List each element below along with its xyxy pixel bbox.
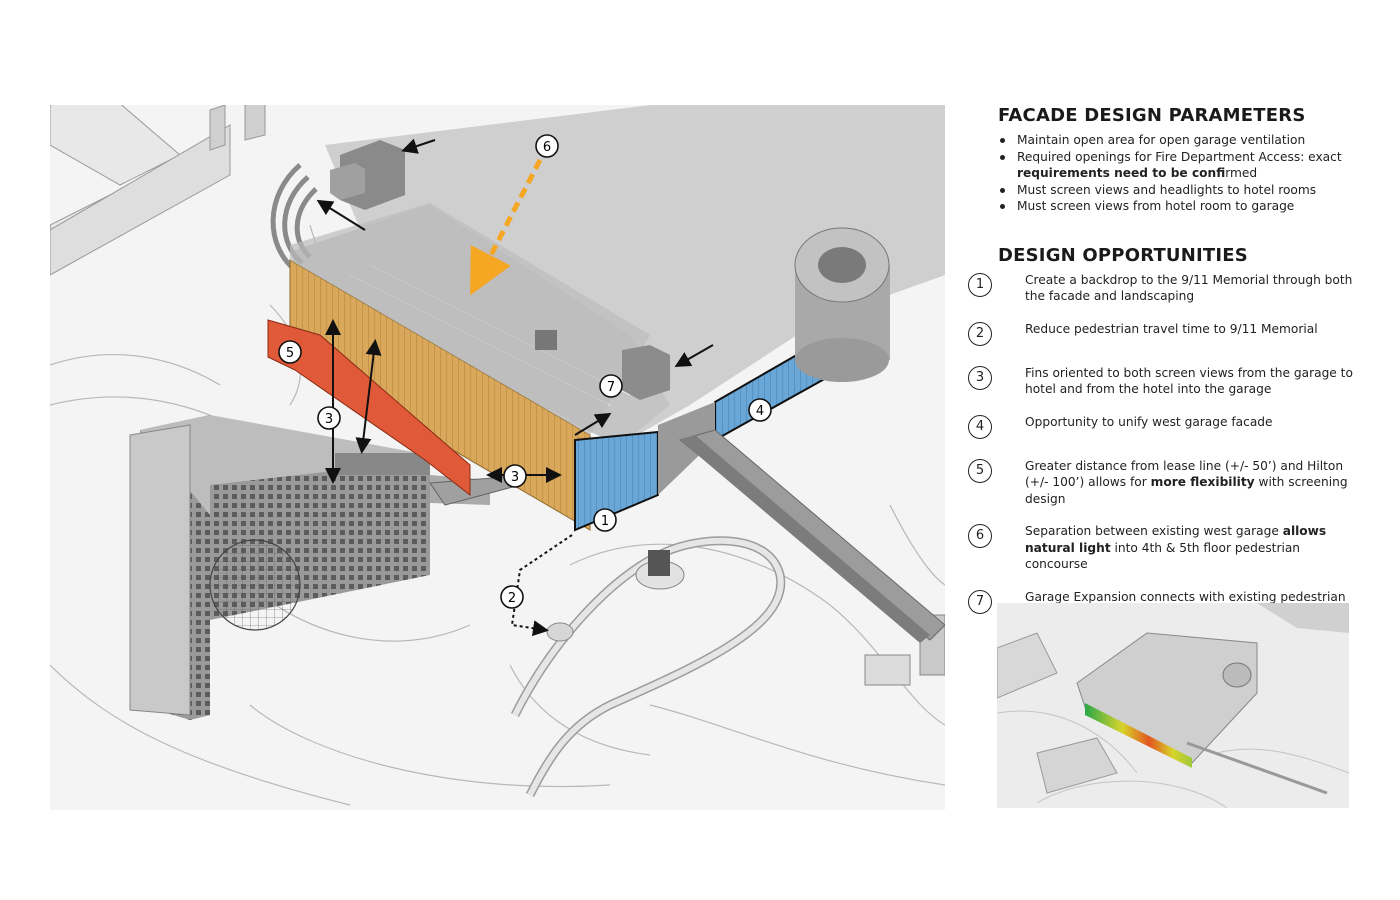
rooftop-structures <box>330 140 670 400</box>
opportunity-text: Separation between existing west garage … <box>1025 524 1327 571</box>
marker-6: 6 <box>535 134 559 158</box>
glass-atrium <box>209 539 301 631</box>
opportunity-item: 4 Opportunity to unify west garage facade <box>968 414 1365 442</box>
opportunity-text: Create a backdrop to the 9/11 Memorial t… <box>1025 272 1353 304</box>
opportunity-item: 5 Greater distance from lease line (+/- 5… <box>968 458 1365 508</box>
svg-text:7: 7 <box>607 380 615 395</box>
svg-text:3: 3 <box>511 470 519 485</box>
opportunity-number: 7 <box>968 589 992 614</box>
facade-item: Must screen views and headlights to hote… <box>1000 182 1365 199</box>
left-context-buildings <box>50 105 266 276</box>
opportunities-title: DESIGN OPPORTUNITIES <box>998 244 1248 266</box>
svg-text:3: 3 <box>325 412 333 427</box>
facade-item: Required openings for Fire Department Ac… <box>1000 149 1365 182</box>
svg-text:6: 6 <box>543 140 551 155</box>
opportunity-number: 5 <box>968 458 992 483</box>
garage-east-wall <box>658 402 715 495</box>
opportunity-text: Greater distance from lease line (+/- 50… <box>1025 458 1348 506</box>
pedestrian-bridge <box>678 429 945 643</box>
facade-item: Must screen views from hotel room to gar… <box>1000 198 1365 215</box>
facade-item: Maintain open area for open garage venti… <box>1000 132 1365 149</box>
opportunity-item: 1 Create a backdrop to the 9/11 Memorial … <box>968 272 1365 305</box>
marker-1: 1 <box>593 508 617 532</box>
view-arrows <box>316 138 714 484</box>
natural-light-arrow <box>470 158 543 296</box>
site-diagram: 1 2 3 3 4 5 6 7 <box>50 105 945 810</box>
opportunity-number: 1 <box>968 272 992 297</box>
helix-tower <box>794 227 890 382</box>
garden-path <box>510 536 786 798</box>
opportunity-item: 2 Reduce pedestrian travel time to 9/11 M… <box>968 321 1365 349</box>
facade-title: FACADE DESIGN PARAMETERS <box>998 105 1306 126</box>
marker-2: 2 <box>500 585 524 609</box>
opportunities-list: 1 Create a backdrop to the 9/11 Memorial … <box>968 272 1365 622</box>
svg-text:2: 2 <box>508 591 516 606</box>
inset-key-map <box>997 603 1349 808</box>
opportunity-text: Fins oriented to both screen views from … <box>1025 365 1353 397</box>
upper-deck <box>290 203 650 435</box>
opportunity-number: 6 <box>968 524 992 548</box>
marker-5: 5 <box>278 340 302 364</box>
opportunity-text: Reduce pedestrian travel time to 9/11 Me… <box>1025 321 1318 336</box>
opportunity-number: 2 <box>968 321 992 346</box>
marker-4: 4 <box>748 398 772 422</box>
svg-text:1: 1 <box>601 514 609 529</box>
opportunity-item: 3 Fins oriented to both screen views from… <box>968 365 1365 398</box>
svg-text:5: 5 <box>286 346 294 361</box>
svg-text:4: 4 <box>756 404 764 419</box>
marker-3a: 3 <box>317 406 341 430</box>
opportunity-number: 3 <box>968 365 992 390</box>
pavilion <box>648 550 670 576</box>
opportunity-item: 6 Separation between existing west garage… <box>968 523 1365 573</box>
marker-7: 7 <box>599 374 623 398</box>
legend-panel: FACADE DESIGN PARAMETERS Maintain open a… <box>968 105 1365 638</box>
facade-parameters-list: Maintain open area for open garage venti… <box>995 132 1365 215</box>
marker-3b: 3 <box>503 464 527 488</box>
opportunity-text: Opportunity to unify west garage facade <box>1025 414 1273 429</box>
opportunity-number: 4 <box>968 414 992 439</box>
small-plaza <box>546 622 574 642</box>
